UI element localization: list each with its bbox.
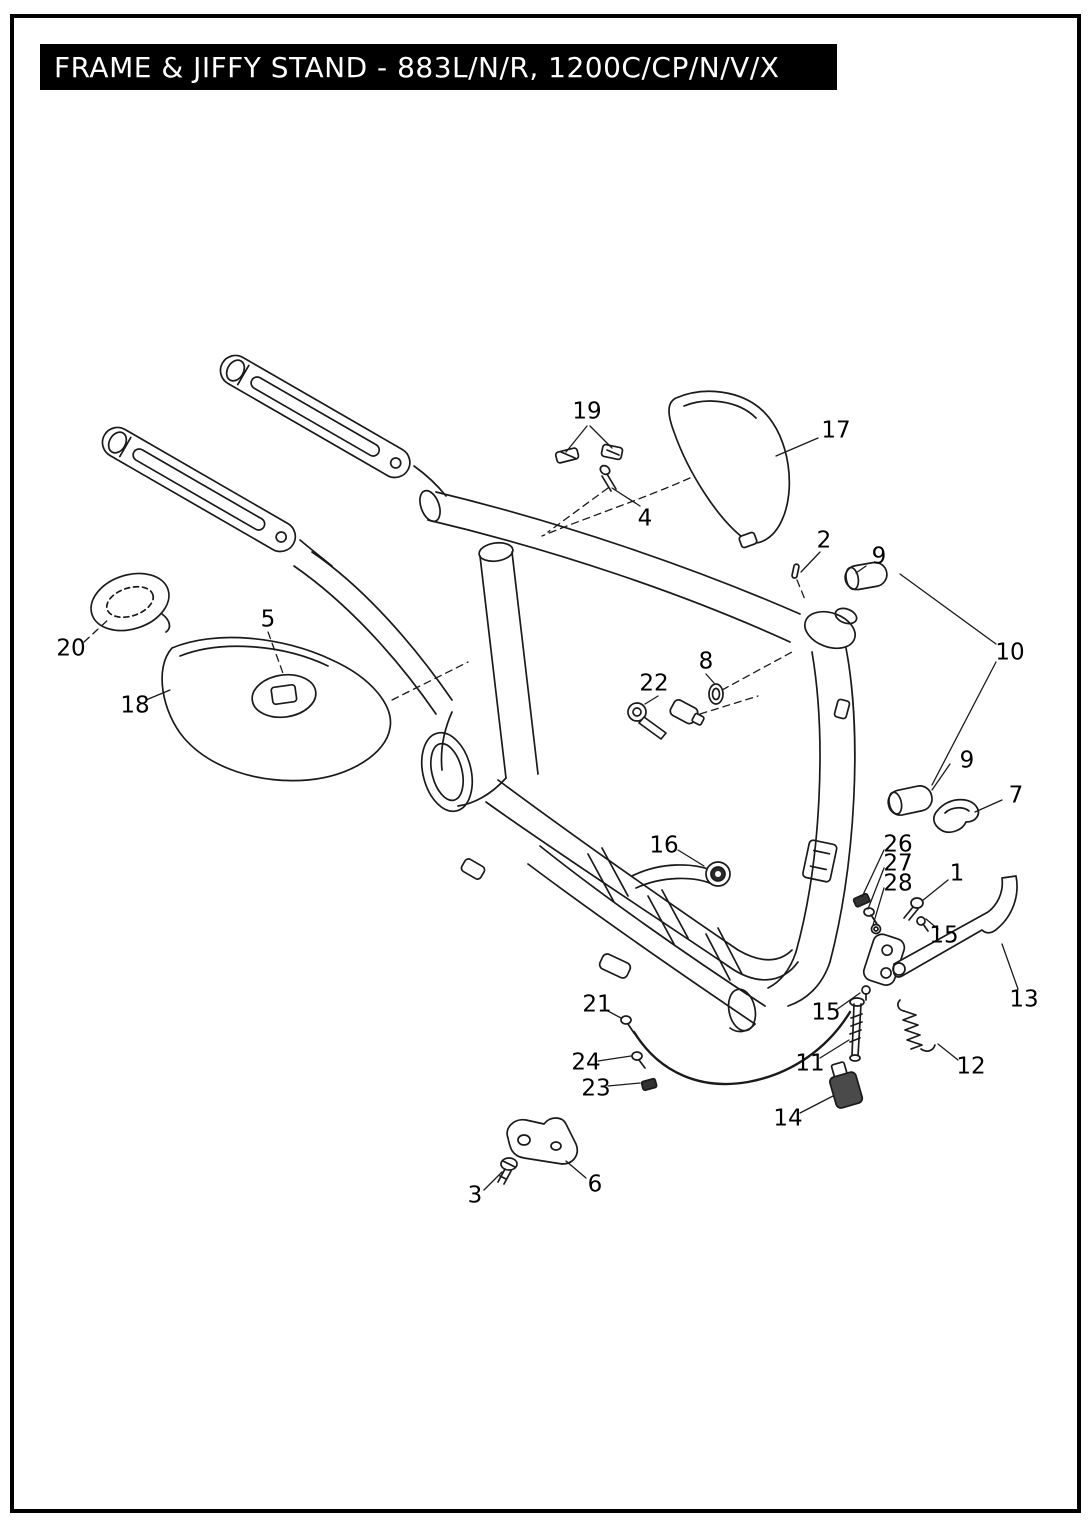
callout-7: 7 <box>1008 782 1024 809</box>
callout-13: 13 <box>1009 986 1039 1013</box>
callout-1: 1 <box>949 860 965 887</box>
callout-11: 11 <box>795 1050 825 1077</box>
clip-23 <box>640 1077 658 1092</box>
callout-9-lower: 9 <box>959 747 975 774</box>
callout-20: 20 <box>56 635 86 662</box>
callout-2: 2 <box>816 527 832 554</box>
nut-28 <box>870 923 882 935</box>
side-cover-right-17 <box>668 390 791 549</box>
clip-19b <box>600 443 624 461</box>
hardware-parts <box>497 443 1018 1185</box>
callout-12: 12 <box>956 1053 986 1080</box>
screw-21 <box>620 1015 635 1034</box>
keys-22 <box>627 699 705 740</box>
bumper-9-upper <box>844 561 888 591</box>
jiffy-stand-bracket <box>862 933 906 986</box>
emblem-5 <box>251 673 317 719</box>
clamp-7 <box>933 798 980 833</box>
callout-8: 8 <box>698 648 714 675</box>
callout-19: 19 <box>572 398 602 425</box>
callout-5: 5 <box>260 606 276 633</box>
callout-10: 10 <box>995 639 1025 666</box>
grommet-16 <box>705 861 731 887</box>
pin-2 <box>791 563 800 579</box>
bracket-6 <box>506 1117 579 1165</box>
callout-26: 26 <box>883 831 913 858</box>
callout-15-upper: 15 <box>929 922 959 949</box>
callout-22: 22 <box>639 670 669 697</box>
callout-9-upper: 9 <box>871 543 887 570</box>
rear-fork-arm-lower <box>101 426 297 553</box>
clip-26 <box>852 892 871 908</box>
callout-18: 18 <box>120 692 150 719</box>
bumper-9-lower <box>887 785 933 816</box>
bolt-15-lower <box>861 985 871 1001</box>
callout-28: 28 <box>883 870 913 897</box>
callout-16: 16 <box>649 832 679 859</box>
bolt-3 <box>497 1157 518 1185</box>
bolt-15-upper <box>916 916 929 932</box>
callout-4: 4 <box>637 505 653 532</box>
callout-21: 21 <box>582 991 612 1018</box>
bolt-1 <box>903 897 924 921</box>
callout-14: 14 <box>773 1105 803 1132</box>
washer-8 <box>708 683 724 705</box>
screw-24 <box>631 1051 646 1069</box>
pin-11 <box>849 997 865 1062</box>
jiffy-stand-13 <box>892 875 1018 978</box>
page-title-bar: FRAME & JIFFY STAND - 883L/N/R, 1200C/CP… <box>40 44 837 90</box>
page-title: FRAME & JIFFY STAND - 883L/N/R, 1200C/CP… <box>54 50 780 84</box>
callout-3: 3 <box>467 1182 483 1209</box>
spring-12 <box>897 999 936 1052</box>
callout-17: 17 <box>821 417 851 444</box>
clip-19a <box>554 447 580 464</box>
callout-27: 27 <box>883 850 913 877</box>
side-cover-cap-20 <box>90 572 171 633</box>
callout-23: 23 <box>581 1075 611 1102</box>
sensor-cable <box>632 1010 852 1086</box>
rear-fork-arm-upper <box>219 354 411 479</box>
screw-4 <box>599 464 617 492</box>
callout-15-lower: 15 <box>811 999 841 1026</box>
callout-6: 6 <box>587 1171 603 1198</box>
leader-lines <box>83 425 1019 1191</box>
callout-24: 24 <box>571 1049 601 1076</box>
assembly-axis-lines <box>83 477 807 715</box>
side-cover-left-18 <box>161 636 392 782</box>
main-frame <box>293 489 858 1033</box>
sensor-14 <box>829 1061 864 1109</box>
